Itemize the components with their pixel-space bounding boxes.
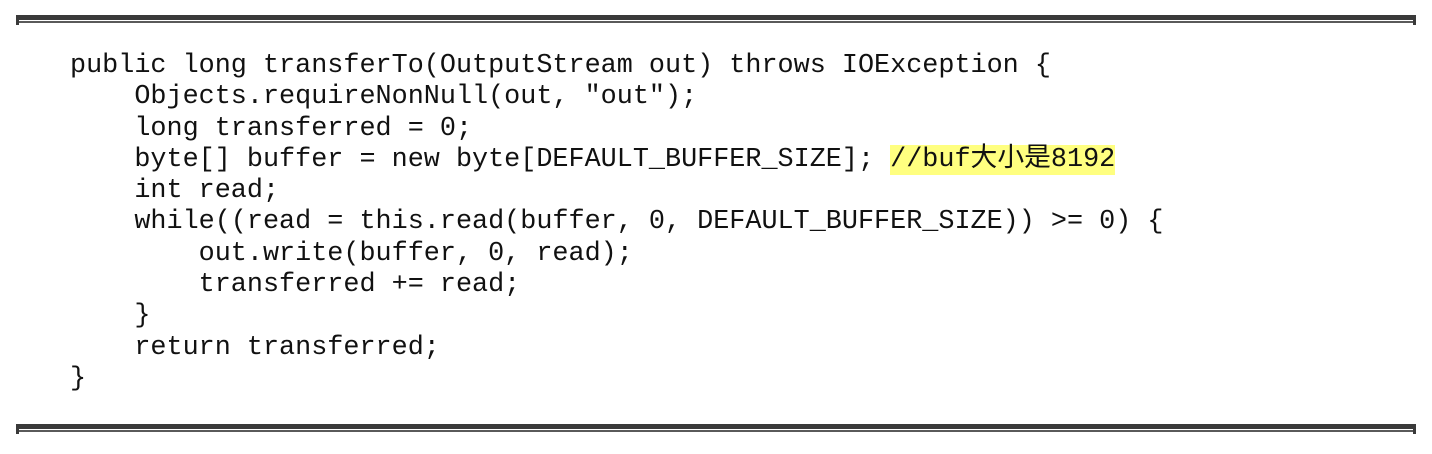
code-line-2: Objects.requireNonNull(out, "out"); [70,82,698,113]
code-line-7: out.write(buffer, 0, read); [70,238,633,269]
bottom-double-rule [16,424,1416,434]
code-line-11: } [70,363,87,394]
code-line-4-text: byte[] buffer = new byte[DEFAULT_BUFFER_… [70,144,891,175]
code-line-9: } [70,301,151,332]
top-double-rule [16,15,1416,25]
code-line-1: public long transferTo(OutputStream out)… [70,51,1051,81]
code-line-4: byte[] buffer = new byte[DEFAULT_BUFFER_… [70,144,1164,176]
code-line-5: int read; [70,176,280,207]
code-block: public long transferTo(OutputStream out)… [70,51,1164,395]
code-line-8: transferred += read; [70,270,521,301]
code-line-6: while((read = this.read(buffer, 0, DEFAU… [70,207,1164,238]
code-line-3: long transferred = 0; [70,113,473,144]
code-line-10: return transferred; [70,332,440,363]
highlighted-comment: //buf大小是8192 [890,144,1116,175]
